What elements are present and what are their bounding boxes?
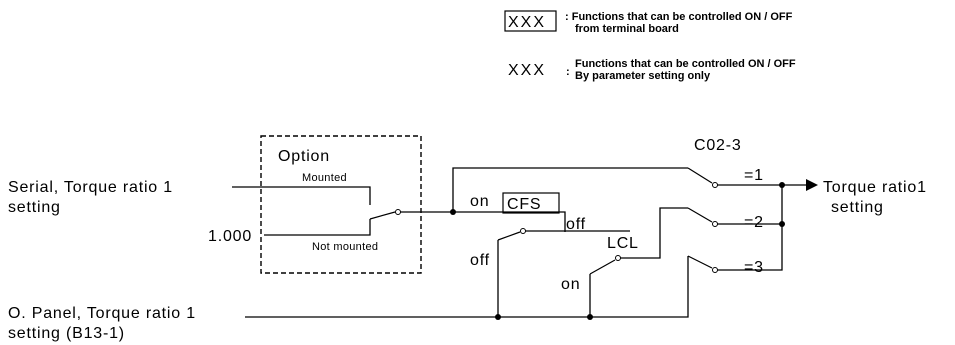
- selector-contact-3: [712, 267, 718, 273]
- option-switch-blade: [369, 211, 396, 220]
- selector-contact-2: [712, 221, 718, 227]
- legend-boxed-desc-line1: : Functions that can be controlled ON / …: [565, 11, 793, 23]
- legend-plain-colon: :: [566, 66, 570, 78]
- junction-dot: [779, 221, 785, 227]
- legend-plain-desc-line2: By parameter setting only: [575, 70, 711, 82]
- junction-dot: [779, 182, 785, 188]
- cfs-switch-blade: [497, 231, 521, 241]
- cfs-off-label-top: off: [566, 216, 586, 233]
- legend: XXX : Functions that can be controlled O…: [504, 10, 796, 82]
- cfs-terminal-box: [502, 192, 560, 214]
- output-label-line2: setting: [831, 199, 884, 216]
- legend-boxed-code: XXX: [508, 14, 546, 31]
- legend-terminal-box: [504, 10, 557, 32]
- selector-contact-1: [712, 182, 718, 188]
- panel-input-label-line1: O. Panel, Torque ratio 1: [8, 305, 196, 322]
- constant-input-wire: [264, 219, 371, 236]
- constant-input-label: 1.000: [208, 228, 252, 245]
- panel-input-label-line2: setting (B13-1): [8, 325, 125, 342]
- option-mounted-label: Mounted: [302, 172, 347, 184]
- cfs-on-wire: [453, 211, 566, 232]
- option-block-title: Option: [278, 148, 330, 165]
- option-not-mounted-label: Not mounted: [312, 241, 378, 253]
- lcl-on-label: on: [561, 276, 580, 293]
- serial-input-wire: [232, 186, 371, 205]
- selector-contact3-wire: [717, 185, 783, 271]
- junction-dot: [450, 209, 456, 215]
- selector-blade-2: [687, 207, 713, 223]
- cfs-off-label-left: off: [470, 252, 490, 269]
- lcl-switch-name: LCL: [607, 235, 639, 252]
- panel-input-wire: [245, 256, 689, 318]
- legend-plain-desc-line1: Functions that can be controlled ON / OF…: [575, 58, 796, 70]
- lcl-switch-contact: [615, 255, 621, 261]
- legend-boxed-desc-line2: from terminal board: [575, 23, 679, 35]
- output-arrowhead: [806, 179, 818, 191]
- cfs-switch-contact: [520, 228, 526, 234]
- option-switch-contact: [395, 209, 401, 215]
- serial-input-label-line1: Serial, Torque ratio 1: [8, 179, 173, 196]
- junction-dot: [495, 314, 501, 320]
- cfs-on-label: on: [470, 193, 489, 210]
- selector-blade-1: [687, 167, 713, 184]
- option-output-wire: [400, 167, 688, 213]
- cfs-switch-name: CFS: [507, 196, 541, 213]
- serial-input-label-line2: setting: [8, 199, 61, 216]
- junction-dot: [587, 314, 593, 320]
- lcl-output-wire: [620, 207, 688, 259]
- lcl-switch-blade: [589, 259, 616, 275]
- selector-pos1-label: =1: [744, 167, 764, 184]
- selector-name: C02-3: [694, 137, 742, 154]
- option-block-frame: [260, 135, 422, 274]
- selector-pos2-label: =2: [744, 214, 764, 231]
- selector-pos3-label: =3: [744, 259, 764, 276]
- selector-blade-3: [687, 255, 713, 269]
- legend-plain-code: XXX: [508, 62, 546, 79]
- output-label-line1: Torque ratio1: [823, 179, 927, 196]
